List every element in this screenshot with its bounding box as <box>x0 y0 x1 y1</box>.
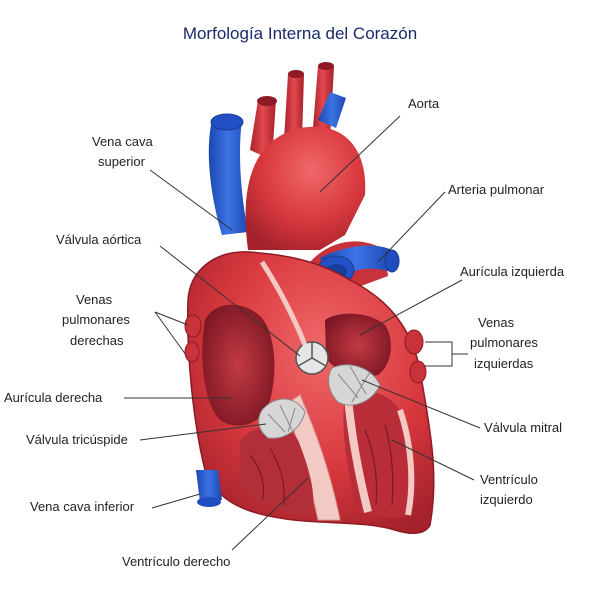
leader-venas-derechas-lower <box>154 311 187 356</box>
label-ventriculo-izquierdo-line1: Ventrículo <box>480 472 538 487</box>
pulmonary-vein-upper <box>318 92 346 128</box>
labels: Vena cava superior Aorta Arteria pulmona… <box>4 96 565 569</box>
right-pulmonary-vein-upper <box>184 314 202 338</box>
label-vena-cava-inferior: Vena cava inferior <box>30 499 135 514</box>
aortic-valve <box>295 341 329 375</box>
right-atrium-cavity <box>202 304 275 426</box>
left-pulmonary-vein-upper <box>404 329 424 355</box>
label-auricula-izquierda: Aurícula izquierda <box>460 264 565 279</box>
mitral-valve <box>328 364 381 406</box>
right-pulmonary-vein-lower <box>184 341 200 363</box>
label-venas-pulmonares-izquierdas-line1: Venas <box>478 315 515 330</box>
label-ventriculo-izquierdo-line2: izquierdo <box>480 492 533 507</box>
left-pulmonary-vein-lower <box>409 360 427 384</box>
interventricular-septum <box>284 394 341 521</box>
leader-auricula-izquierda <box>359 279 463 336</box>
left-carotid <box>284 74 304 140</box>
label-vena-cava-superior-line1: Vena cava <box>92 134 153 149</box>
leader-valvula-tricuspide <box>139 423 267 441</box>
label-aorta: Aorta <box>408 96 440 111</box>
aorta <box>245 126 366 250</box>
leader-valvula-mitral <box>361 379 481 429</box>
label-arteria-pulmonar: Arteria pulmonar <box>448 182 545 197</box>
label-venas-pulmonares-derechas-line2: pulmonares <box>62 312 130 327</box>
leader-vena-cava-superior <box>149 169 233 231</box>
bracket-venas-izquierdas <box>425 341 468 367</box>
leader-venas-derechas-upper <box>154 311 189 326</box>
superior-vena-cava <box>208 120 248 235</box>
inferior-vena-cava <box>196 470 222 502</box>
leader-valvula-aortica <box>159 245 301 357</box>
right-ventricle-cavity <box>240 425 314 515</box>
label-valvula-tricuspide: Válvula tricúspide <box>26 432 128 447</box>
leader-arteria-pulmonar <box>377 191 446 263</box>
label-venas-pulmonares-derechas-line3: derechas <box>70 333 124 348</box>
label-venas-pulmonares-derechas-line1: Venas <box>76 292 113 307</box>
left-atrium-cavity <box>325 313 391 377</box>
superior-vena-cava-opening <box>210 113 244 131</box>
leader-lines <box>124 115 481 551</box>
leader-ventriculo-izquierdo <box>391 439 475 481</box>
label-venas-pulmonares-izquierdas-line2: pulmonares <box>470 335 538 350</box>
label-valvula-aortica: Válvula aórtica <box>56 232 142 247</box>
leader-ventriculo-derecho <box>231 477 309 551</box>
leader-vena-cava-inferior <box>151 493 201 509</box>
leader-aorta <box>319 115 401 193</box>
diagram-title: Morfología Interna del Corazón <box>182 24 418 43</box>
label-venas-pulmonares-izquierdas-line3: izquierdas <box>474 356 534 371</box>
label-ventriculo-derecho: Ventrículo derecho <box>122 554 230 569</box>
label-vena-cava-superior-line2: superior <box>98 154 146 169</box>
label-auricula-derecha: Aurícula derecha <box>4 390 103 405</box>
label-valvula-mitral: Válvula mitral <box>484 420 562 435</box>
heart-body <box>184 251 435 535</box>
